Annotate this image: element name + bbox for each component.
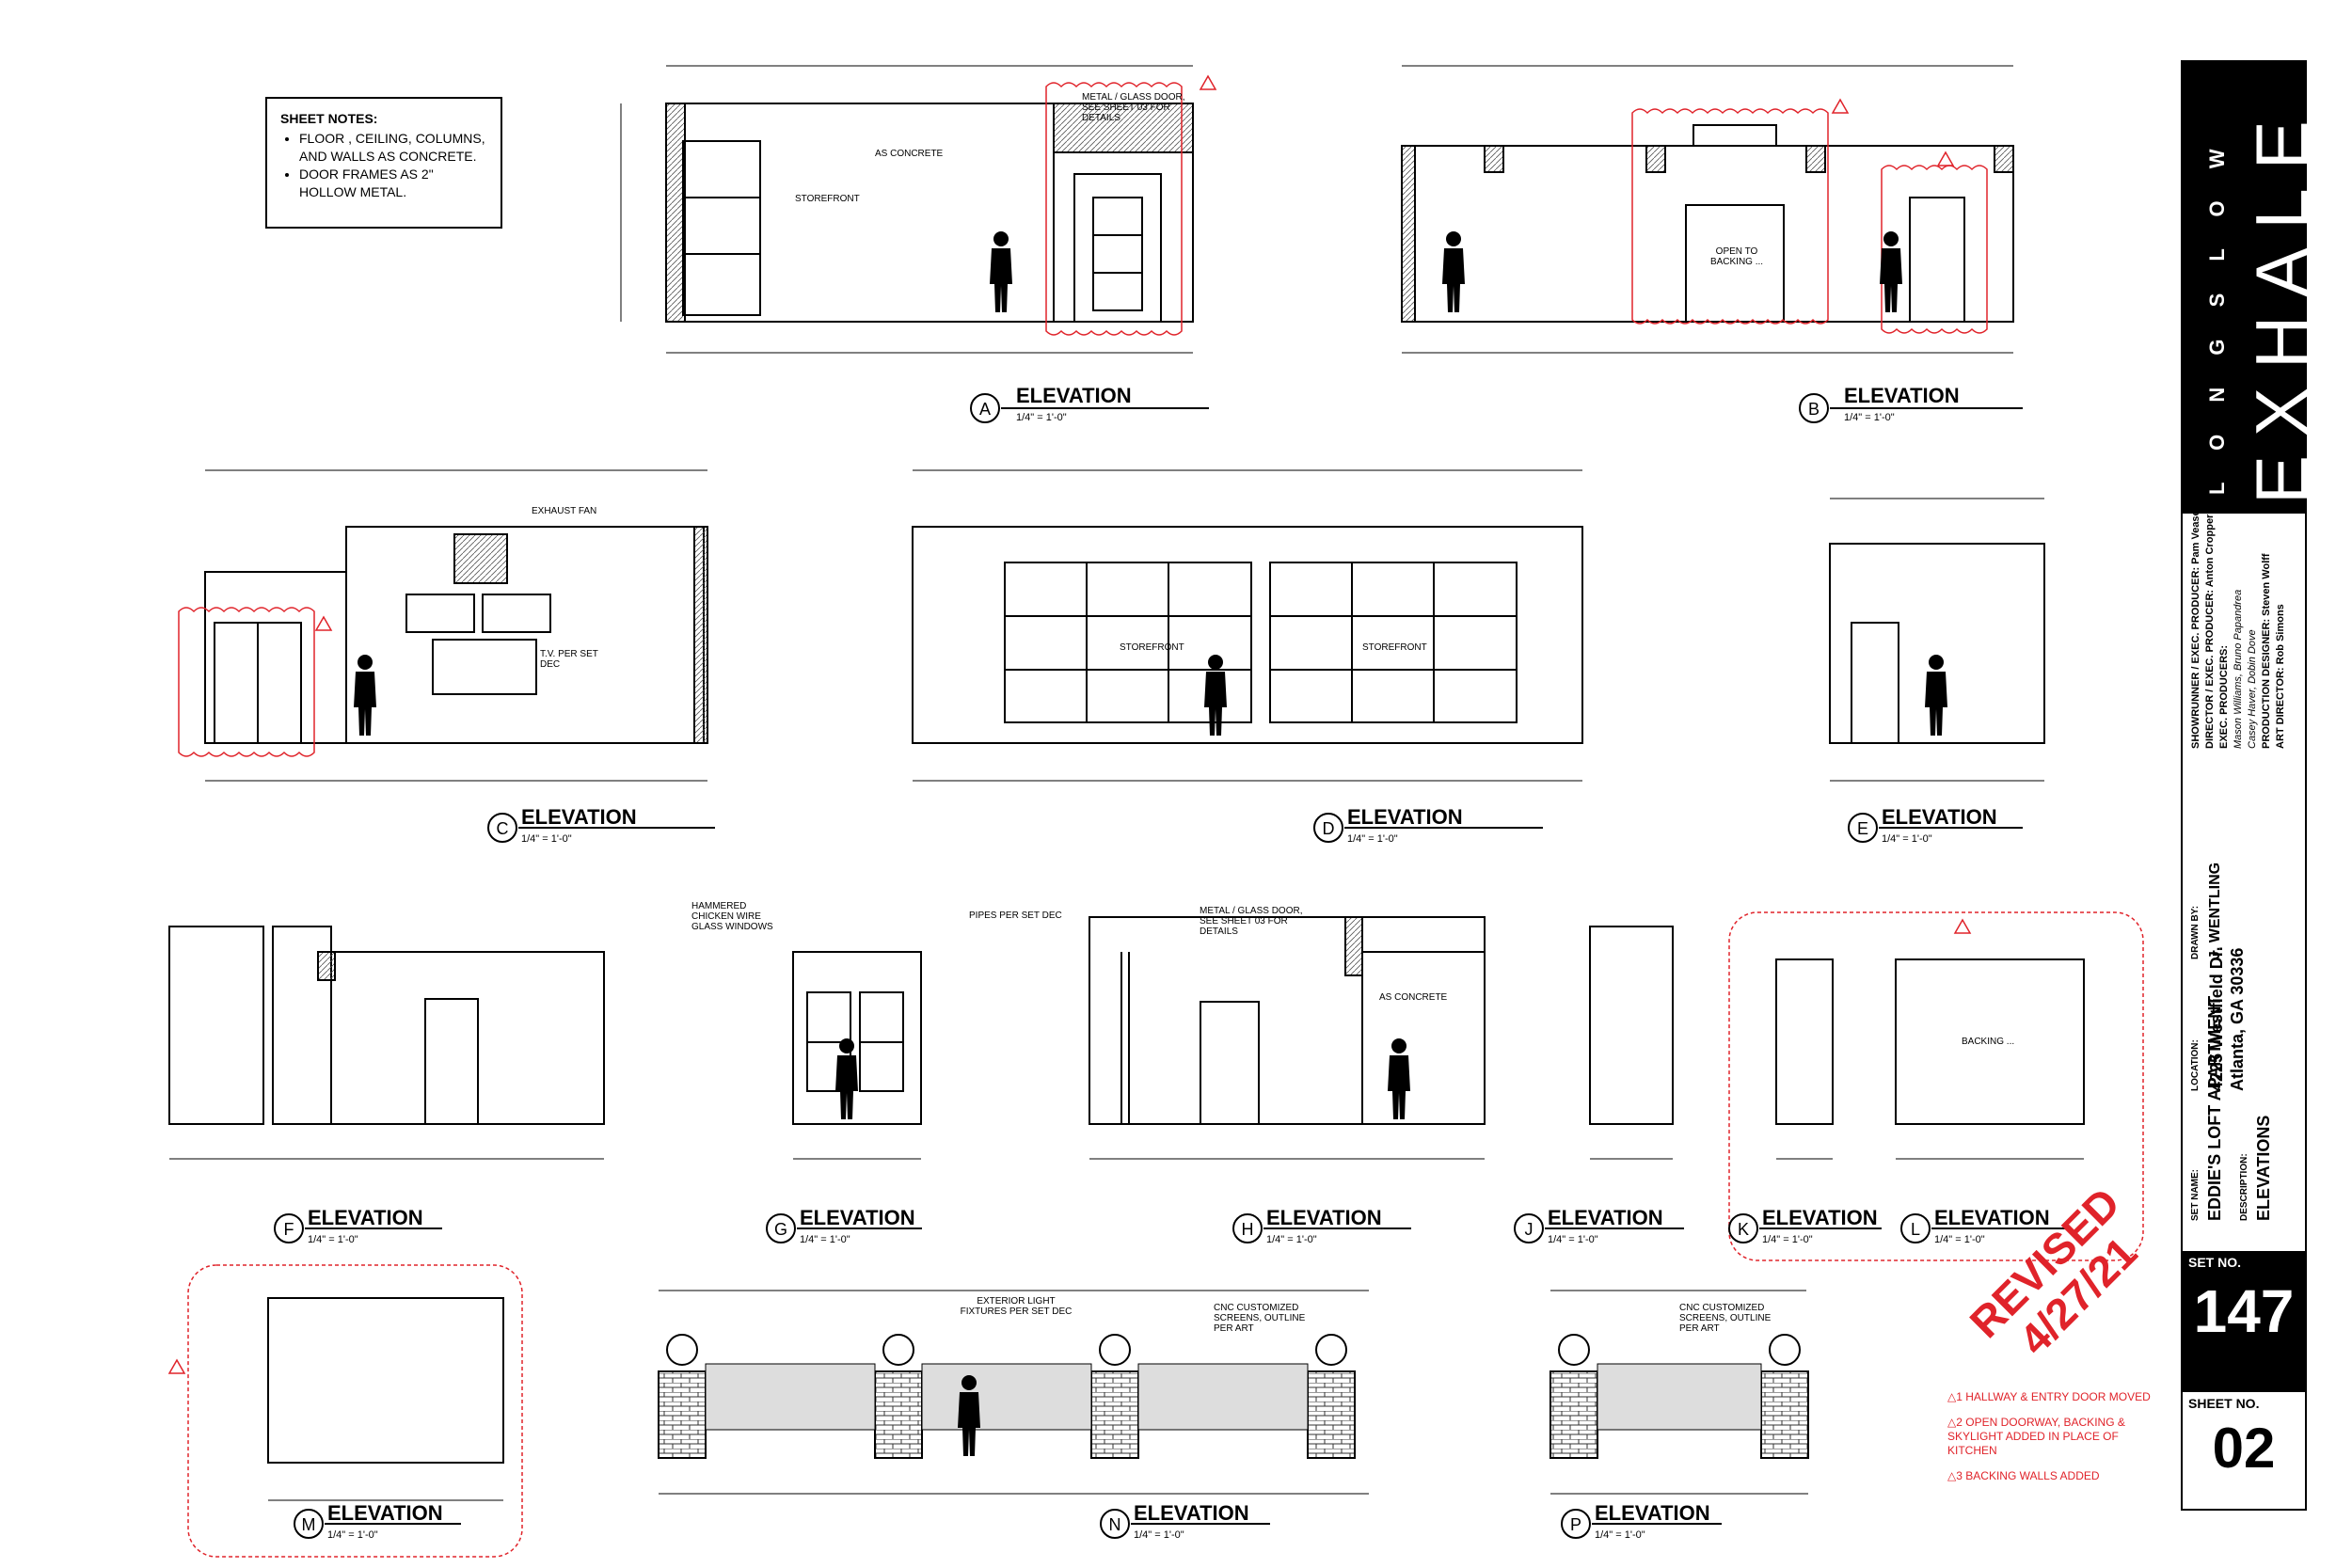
sheet-note-item: FLOOR , CEILING, COLUMNS, AND WALLS AS C… xyxy=(299,130,487,166)
svg-text:M: M xyxy=(302,1515,316,1534)
annotation: STOREFRONT xyxy=(795,194,860,204)
annotation: AS CONCRETE xyxy=(1379,992,1448,1003)
elevation-a-title: A xyxy=(970,393,1209,423)
annotation: STOREFRONT xyxy=(1362,642,1427,653)
elevation-e-drawing xyxy=(1829,498,2045,782)
elevation-j-drawing xyxy=(1589,926,1674,1160)
elevation-d-title: D xyxy=(1313,813,1543,843)
annotation: METAL / GLASS DOOR, SEE SHEET 03 FOR DET… xyxy=(1082,92,1185,123)
annotation: T.V. PER SET DEC xyxy=(540,649,598,670)
svg-text:A: A xyxy=(979,400,991,419)
elevation-p-drawing xyxy=(1549,1290,1809,1495)
revision-delta-icon xyxy=(167,74,1972,1374)
elevation-p-title: P xyxy=(1561,1509,1722,1539)
elevation-g-title: G xyxy=(766,1213,922,1243)
svg-text:B: B xyxy=(1808,400,1820,419)
svg-text:L: L xyxy=(1911,1220,1920,1239)
svg-text:F: F xyxy=(284,1220,294,1239)
sheet-notes-heading: SHEET NOTES: xyxy=(280,111,378,126)
elevation-l-title: L xyxy=(1900,1213,2070,1243)
sheet-number-box: SHEET NO. 02 xyxy=(2183,1392,2305,1509)
elevation-h-drawing xyxy=(1089,916,1486,1160)
elevation-k-title: K xyxy=(1728,1213,1882,1243)
annotation: CNC CUSTOMIZED SCREENS, OUTLINE PER ART xyxy=(1679,1303,1772,1334)
elevation-e-title: E xyxy=(1848,813,2023,843)
credits-block: SHOWRUNNER / EXEC. PRODUCER: Pam Veasey … xyxy=(2190,504,2286,749)
annotation: EXTERIOR LIGHT FIXTURES PER SET DEC xyxy=(960,1296,1073,1317)
elevation-m-title: M xyxy=(294,1509,461,1539)
sheet-note-item: DOOR FRAMES AS 2" HOLLOW METAL. xyxy=(299,166,487,201)
show-logo: L O N G S L O W EXHALE xyxy=(2183,62,2323,514)
elevation-kl-drawing xyxy=(1728,911,2144,1261)
annotation: EXHAUST FAN xyxy=(532,506,597,516)
revision-note: △3 BACKING WALLS ADDED xyxy=(1947,1469,2100,1482)
annotation: CNC CUSTOMIZED SCREENS, OUTLINE PER ART xyxy=(1214,1303,1306,1334)
svg-text:H: H xyxy=(1242,1220,1254,1239)
svg-text:J: J xyxy=(1525,1220,1534,1239)
elevation-b-title: B xyxy=(1799,393,2023,423)
elevation-d-drawing xyxy=(912,469,1583,782)
svg-text:E: E xyxy=(1857,819,1868,838)
annotation: AS CONCRETE xyxy=(875,149,944,159)
elevation-n-drawing xyxy=(658,1290,1369,1495)
project-info: DRAWN BY: J. WENTLING LOCATION: 4225 Wes… xyxy=(2190,862,2273,1221)
elevation-m-drawing xyxy=(187,1264,523,1558)
svg-text:K: K xyxy=(1738,1220,1749,1239)
annotation: HAMMERED CHICKEN WIRE GLASS WINDOWS xyxy=(691,901,773,932)
annotation: PIPES PER SET DEC xyxy=(969,911,1062,921)
sheet-notes: SHEET NOTES: FLOOR , CEILING, COLUMNS, A… xyxy=(265,97,502,229)
annotation: BACKING ... xyxy=(1962,1037,2015,1047)
elevation-j-title: J xyxy=(1514,1213,1684,1243)
svg-text:N: N xyxy=(1109,1515,1121,1534)
elevation-g-drawing xyxy=(792,951,922,1160)
svg-text:G: G xyxy=(774,1220,787,1239)
elevation-f-title: F xyxy=(274,1213,442,1243)
svg-text:P: P xyxy=(1570,1515,1581,1534)
elevation-c-drawing xyxy=(178,469,708,782)
annotation: STOREFRONT xyxy=(1120,642,1184,653)
annotation: OPEN TO BACKING ... xyxy=(1709,246,1764,267)
set-number-box: SET NO. 147 xyxy=(2183,1251,2305,1392)
revision-note: △1 HALLWAY & ENTRY DOOR MOVED xyxy=(1947,1390,2151,1403)
elevation-a-drawing xyxy=(620,65,1194,354)
elevation-b-drawing xyxy=(1401,65,2014,354)
annotation: METAL / GLASS DOOR, SEE SHEET 03 FOR DET… xyxy=(1200,906,1303,937)
elevation-n-title: N xyxy=(1100,1509,1270,1539)
elevation-h-title: H xyxy=(1232,1213,1411,1243)
elevation-c-title: C xyxy=(487,813,715,843)
elevation-f-drawing xyxy=(168,926,605,1160)
svg-text:D: D xyxy=(1323,819,1335,838)
revision-note: △2 OPEN DOORWAY, BACKING & SKYLIGHT ADDE… xyxy=(1947,1416,2125,1457)
svg-text:C: C xyxy=(497,819,509,838)
